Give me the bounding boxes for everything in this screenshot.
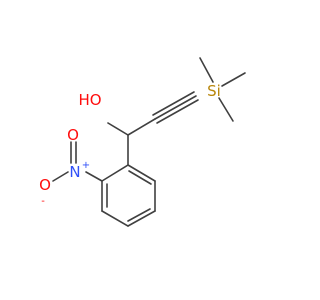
bond-si-methyl-down: [218, 97, 234, 122]
structure-canvas: HO Si N + O O -: [39, 57, 246, 227]
bond-ring-inner-1: [128, 170, 152, 185]
bond-si-methyl-up: [199, 57, 214, 83]
bond-si-methyl-right: [221, 72, 246, 87]
bond-alkyne-1: [154, 95, 197, 120]
bond-ring-to-nitro: [85, 171, 103, 182]
bond-ring-c1-c2: [127, 164, 156, 182]
bond-ring-inner-2: [127, 208, 151, 222]
bond-nitro-n-oxide: [52, 171, 69, 182]
bond-ring-c4-c5: [101, 210, 129, 227]
bond-carbinol-to-alkyne: [127, 118, 156, 136]
bond-carbinol-to-hydroxyl: [107, 122, 129, 136]
nitro-nitrogen-charge: +: [82, 160, 90, 171]
nitro-oxide-charge: -: [41, 196, 45, 207]
bond-alkyne-3: [156, 99, 199, 124]
bond-ring-c3-c4: [127, 210, 156, 227]
nitro-oxide-label: O: [39, 176, 51, 194]
silicon-label: Si: [207, 82, 221, 100]
bond-ring-c6-c1: [101, 164, 129, 182]
molecule-diagram: HO Si N + O O -: [39, 57, 246, 227]
bond-alkyne-2: [152, 91, 195, 116]
nitro-nitrogen-label: N: [69, 163, 80, 181]
nitro-oxygen-label: O: [67, 126, 79, 144]
hydroxyl-label: HO: [78, 91, 101, 109]
